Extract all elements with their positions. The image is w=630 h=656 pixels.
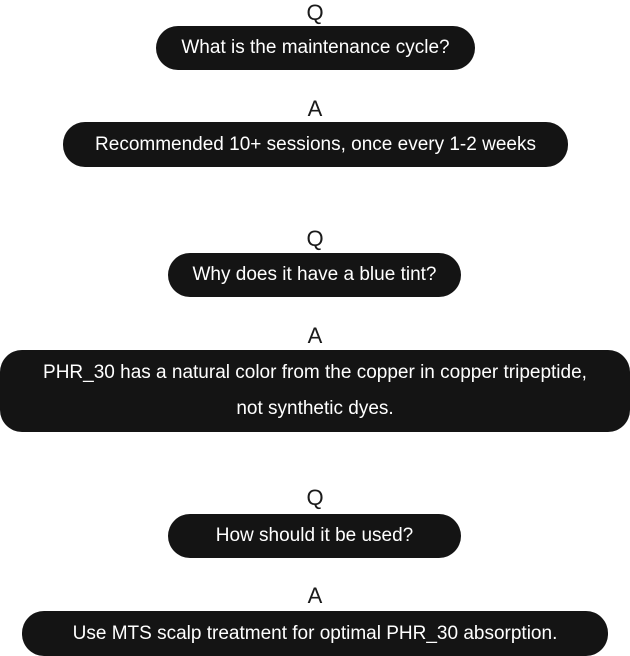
question-bubble-maintenance-cycle: What is the maintenance cycle? — [156, 26, 475, 70]
answer-marker: A — [307, 323, 323, 348]
answer-bubble-blue-tint: PHR_30 has a natural color from the copp… — [0, 350, 630, 432]
answer-marker: A — [307, 96, 323, 121]
answer-marker: A — [307, 583, 323, 608]
answer-text-line-1: PHR_30 has a natural color from the copp… — [43, 362, 587, 383]
question-marker: Q — [306, 0, 324, 25]
question-text: Why does it have a blue tint? — [192, 264, 437, 285]
answer-text: Use MTS scalp treatment for optimal PHR_… — [72, 622, 558, 644]
answer-bubble-maintenance-cycle: Recommended 10+ sessions, once every 1-2… — [63, 122, 568, 167]
question-text: What is the maintenance cycle? — [181, 37, 450, 58]
question-bubble-usage: How should it be used? — [168, 514, 461, 558]
question-bubble-blue-tint: Why does it have a blue tint? — [168, 253, 461, 297]
answer-text-line-2: not synthetic dyes. — [236, 398, 394, 419]
answer-text: Recommended 10+ sessions, once every 1-2… — [95, 133, 536, 155]
question-text: How should it be used? — [215, 525, 414, 546]
question-marker: Q — [306, 226, 324, 251]
answer-bubble-usage: Use MTS scalp treatment for optimal PHR_… — [22, 611, 608, 656]
question-marker: Q — [306, 485, 324, 510]
